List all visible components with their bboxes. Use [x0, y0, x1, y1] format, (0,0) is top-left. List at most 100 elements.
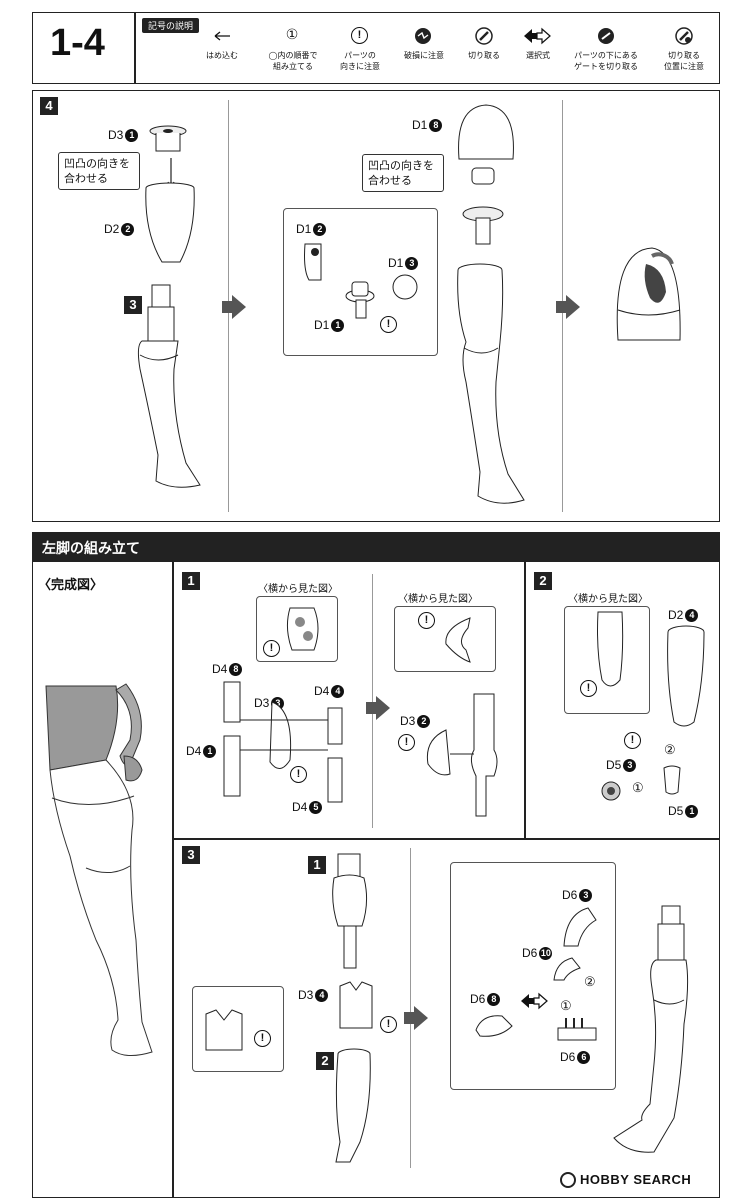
step3-final-leg [613, 905, 689, 1153]
legend-title: 記号の説明 [142, 18, 200, 33]
legend-label-choice: 選択式 [526, 51, 550, 60]
side-view-part-3 [597, 611, 624, 687]
legend-label-break: 破損に注意 [404, 51, 444, 60]
part-d5-1 [663, 765, 681, 795]
flow-arrow-3 [376, 696, 390, 720]
legend-label-cut-position: 切り取る 位置に注意 [664, 51, 704, 71]
divider-row [172, 838, 720, 840]
warning-icon-step2-side: ! [580, 680, 597, 697]
note-align-notch-b: 凹凸の向きを 合わせる [362, 154, 444, 192]
choice-arrow-step3 [521, 992, 548, 1010]
sub-step-3-badge: 3 [124, 296, 142, 314]
legend-label-order: ◯内の順番で 組み立てる [268, 51, 318, 71]
flow-arrow-4 [414, 1006, 428, 1030]
note-align-notch-a: 凹凸の向きを 合わせる [58, 152, 140, 190]
side-view-panel-2 [394, 606, 496, 672]
arrow-left-icon [214, 31, 230, 41]
step3-lower-leg [335, 1048, 371, 1163]
part-d1-hip-cover [458, 104, 514, 160]
warning-icon-d3-2: ! [398, 734, 415, 751]
warning-icon-step1-side: ! [263, 640, 280, 657]
divider-complete-view [172, 562, 174, 1198]
leg-assembly-b [457, 263, 525, 504]
parts-step1 [223, 681, 343, 803]
step-3-badge: 3 [182, 846, 200, 864]
part-d6-10 [553, 957, 581, 981]
part-d6-8 [475, 1015, 513, 1037]
complete-view-label: 〈完成図〉 [38, 578, 104, 593]
leg-assembly-a [137, 284, 201, 488]
flow-arrow-body-3 [366, 702, 376, 714]
step3-upper-assembly [332, 853, 368, 969]
side-view-part-4 [205, 1009, 243, 1051]
warning-icon-step3-side: ! [254, 1030, 271, 1047]
part-d6-6 [557, 1018, 597, 1041]
flow-arrow-body-4 [404, 1012, 414, 1024]
step1-divider [372, 574, 373, 828]
circled-2-step3: ② [584, 974, 596, 989]
warning-icon-d3-4: ! [380, 1016, 397, 1033]
step-1-badge: 1 [182, 572, 200, 590]
flow-arrow-2 [566, 295, 580, 319]
part-d1-joint-assembly [462, 167, 504, 245]
step-4-badge: 4 [40, 97, 58, 115]
complete-figure-leg [45, 683, 153, 1056]
flow-arrow-body-2 [556, 301, 566, 313]
flow-arrow-body-1 [222, 301, 232, 313]
side-view-part-2 [445, 617, 471, 663]
part-d6-3 [563, 907, 597, 947]
cut-position-icon [675, 27, 693, 45]
hip-closeup [616, 247, 681, 341]
part-d1-ball [392, 274, 418, 300]
side-view-label-1: 〈横から見た図〉 [258, 584, 338, 595]
warning-icon-step2: ! [624, 732, 641, 749]
part-d3-cap [149, 125, 187, 152]
circled-2-step2: ② [664, 742, 676, 757]
cut-icon [475, 27, 493, 45]
flow-arrow-1 [232, 295, 246, 319]
warning-icon-step1: ! [290, 766, 307, 783]
warning-icon-d1: ! [380, 316, 397, 333]
side-view-label-2: 〈横から見た図〉 [398, 594, 478, 605]
gate-cut-icon [598, 28, 614, 44]
header-divider [134, 12, 136, 84]
sub-step-1-badge: 1 [308, 856, 326, 874]
warning-icon-step1-side2: ! [418, 612, 435, 629]
part-d3-4 [339, 981, 373, 1029]
side-view-label-3: 〈横から見た図〉 [568, 594, 648, 605]
legend-label-insert: はめ込む [206, 51, 238, 60]
part-d2-thigh [145, 182, 195, 263]
circled-1-step2: ① [632, 780, 644, 795]
choice-arrow-icon [524, 27, 551, 45]
watermark: HOBBY SEARCH [580, 1172, 692, 1187]
legend-label-gate: パーツの下にある ゲートを切り取る [574, 51, 638, 71]
break-warning-icon [415, 28, 431, 44]
side-view-part-1 [286, 607, 319, 651]
watermark-logo-icon [560, 1172, 576, 1188]
step-2-badge: 2 [534, 572, 552, 590]
legend-label-cut: 切り取る [468, 51, 500, 60]
circled-number-icon: ① [285, 27, 299, 43]
part-d1-bracket [304, 243, 322, 281]
part-d2-4 [667, 625, 705, 727]
step-code: 1-4 [50, 22, 105, 64]
